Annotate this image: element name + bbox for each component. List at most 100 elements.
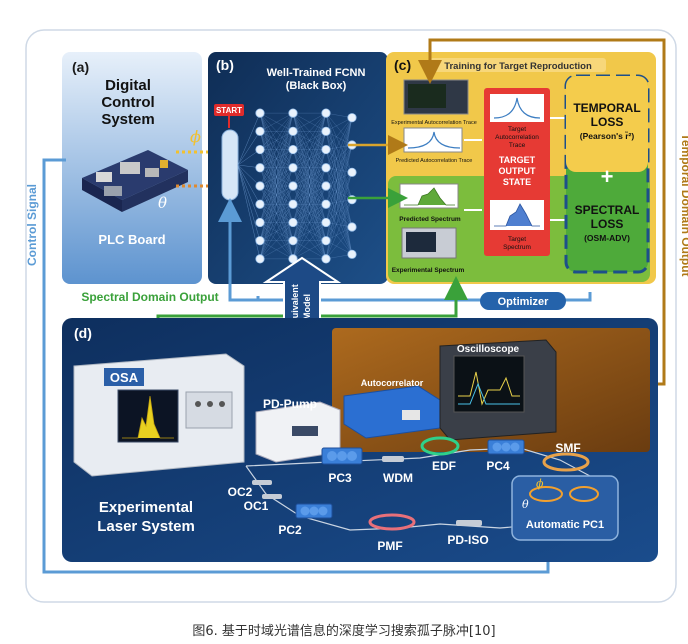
network-link [259,222,294,260]
digital-control-line2: Control [101,94,154,111]
network-link [325,144,353,168]
automatic-pc1-label: Automatic PC1 [526,519,604,531]
network-link [325,117,353,205]
pd-iso-label: PD-ISO [447,533,488,547]
pmf-coil [368,513,416,531]
network-link [292,149,327,259]
network-node [288,181,298,191]
automatic-pc1-box [511,475,619,541]
network-link [292,167,327,259]
pc1-theta-symbol: θ [522,498,529,511]
network-link [325,112,353,146]
network-link [325,172,353,241]
network-link [259,167,294,259]
pmf-label: PMF [377,539,402,553]
network-link [259,240,294,260]
plc-board-label: PLC Board [98,232,165,247]
network-link [259,113,294,259]
network-link [292,113,327,259]
target-autocorr-line1: Target [508,126,526,133]
network-node [321,144,331,155]
network-link [259,112,294,132]
network-link [259,113,294,223]
equivalent-model-line2: Model [302,294,312,320]
network-link [325,144,353,205]
network-link [237,113,261,166]
smf-coil [542,452,590,472]
network-link [237,164,261,241]
target-autocorr-line3: Trace [509,142,526,149]
oscilloscope-label: Oscilloscope [457,344,520,355]
temporal-domain-label: Temporal Domain Output [679,133,688,276]
equivalent-model-line1: Equivalent [290,284,300,330]
laser-system-line1: Experimental [99,499,193,516]
panel-a-label: (a) [72,59,89,75]
panel-b-label: (b) [216,57,234,73]
edf-coil [420,436,460,456]
network-link [292,222,327,260]
network-node [321,254,331,264]
network-node [347,249,357,259]
autocorrelator-label: Autocorrelator [361,378,424,388]
panel-a: (a) Digital Control System ϕ θ PLC Board [62,52,202,284]
network-link [292,204,327,259]
pc3-label: PC3 [328,471,352,485]
predicted-spectrum-label: Predicted Spectrum [399,216,461,223]
network-link [325,222,353,255]
wdm-label: WDM [383,471,413,485]
network-node [321,199,331,209]
optimizer-label: Optimizer [498,296,549,308]
network-node [288,108,298,118]
panel-d: (d) OSA PD-Pump Autocorrelator [62,318,658,562]
theta-symbol: θ [158,194,167,212]
network-link [292,113,327,223]
exp-autocorr-trace-label: Experimental Autocorrelation Trace [391,120,477,126]
figure-caption: 图6. 基于时域光谱信息的深度学习搜索孤子脉冲[10] [192,624,496,639]
network-node [255,254,265,264]
network-link [325,117,353,187]
optimizer-badge [480,292,566,310]
network-connections [237,112,353,260]
network-node [288,163,298,173]
network-node [321,126,331,136]
target-spectrum-line1: Target [508,236,526,243]
network-node [255,236,265,246]
network-link [259,113,294,168]
network-link [325,226,353,260]
network-node [288,217,298,228]
network-link [325,117,353,241]
temporal-loss-line1: TEMPORAL [573,101,640,115]
network-node [255,181,265,191]
network-node [321,163,331,173]
pc3-component [321,447,363,465]
control-signal-loop [42,158,560,574]
network-link [259,113,294,241]
pc2-component [295,503,333,519]
network-link [325,117,353,150]
smf-label: SMF [555,441,580,455]
network-link [237,131,261,166]
network-link [325,144,353,187]
network-link [325,199,353,223]
network-link [292,113,327,241]
network-link [325,131,353,146]
network-node [288,126,298,136]
edf-label: EDF [432,459,456,473]
network-link [259,204,294,259]
spectral-loss-line2: LOSS [591,217,624,231]
pd-pump-label: PD-Pump [263,397,317,411]
network-link [325,199,353,241]
phi-symbol: ϕ [190,127,201,146]
training-banner-label: Training for Target Reproduction [444,61,592,72]
network-node [288,144,298,155]
target-output-line2: OUTPUT [499,166,537,176]
laser-system-line2: Laser System [97,518,195,535]
network-node [347,222,357,232]
network-node [347,195,357,205]
network-link [325,226,353,241]
panel-b: (b) Well-Trained FCNN (Black Box) START [208,52,388,284]
osa-device [73,353,245,477]
panel-c: (c) Training for Target Reproduction Exp… [386,52,656,284]
network-link [292,113,327,205]
